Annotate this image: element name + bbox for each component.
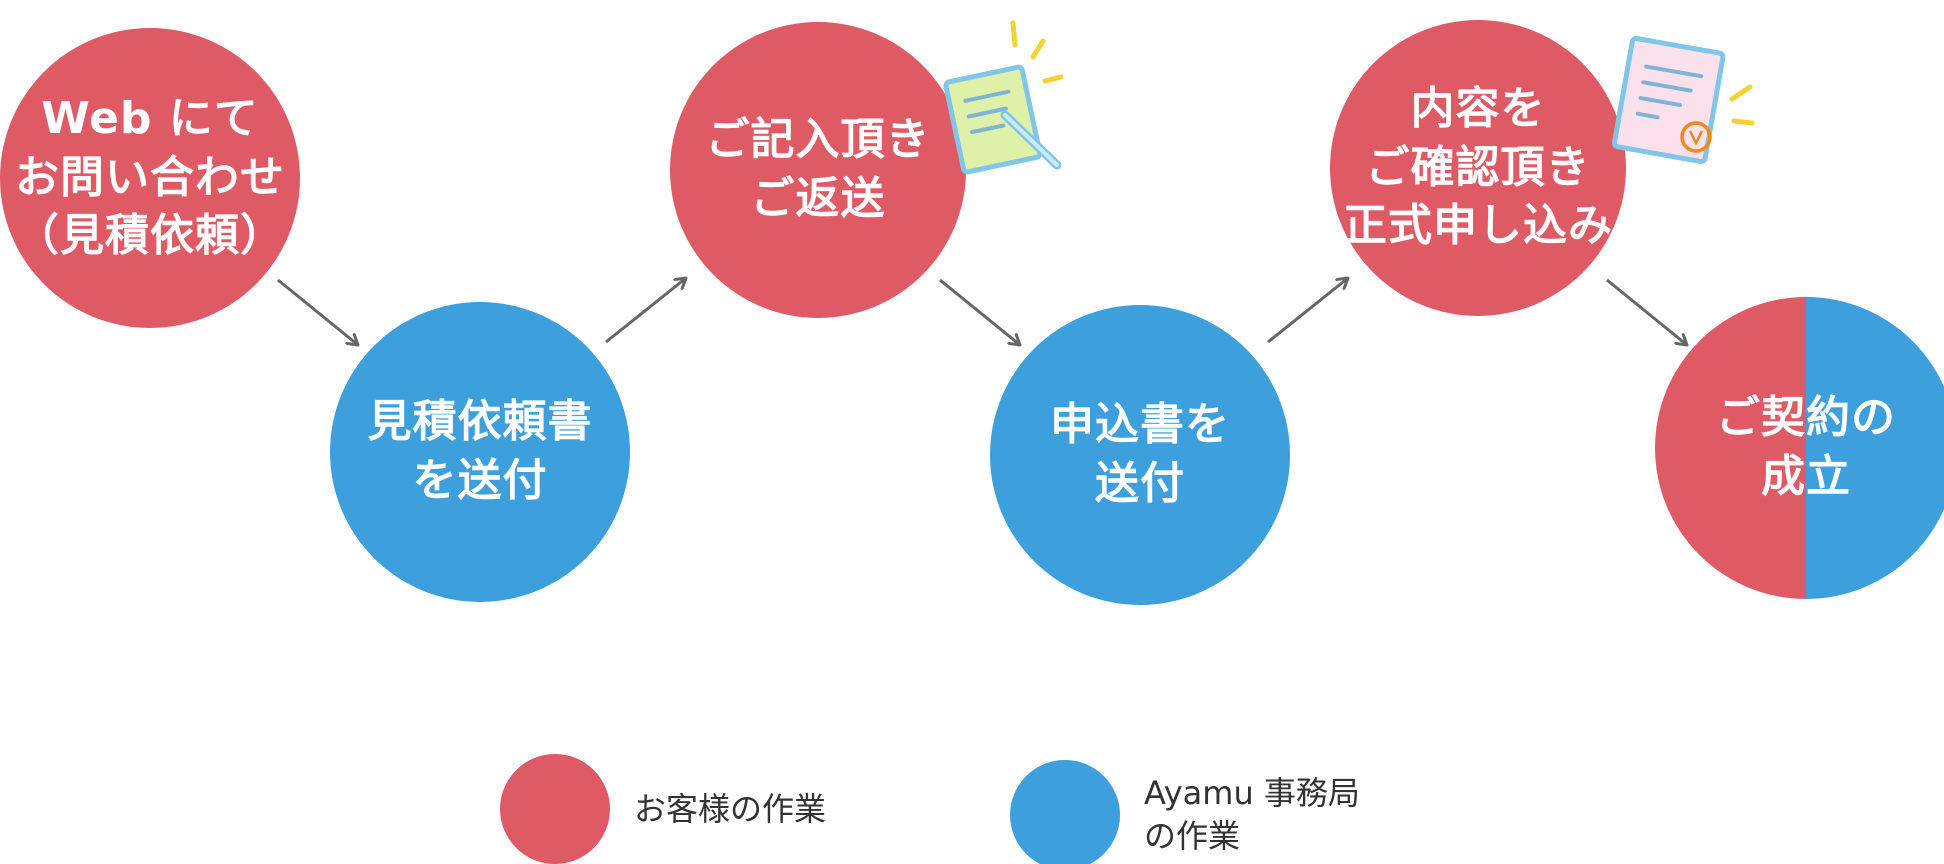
legend-swatch-customer [500,754,610,864]
pencil [1000,110,1062,170]
legend-office-work: Ayamu 事務局 の作業 [1010,760,1360,864]
arrow-2-to-3 [605,278,686,344]
step-send-application: 申込書を 送付 [990,305,1290,605]
step-send-estimate-form: 見積依頼書 を送付 [330,302,630,602]
legend-label-office: Ayamu 事務局 の作業 [1144,774,1360,855]
stamped-document-icon [1611,35,1755,164]
sparkle-marks [1729,84,1755,126]
legend-customer-work: お客様の作業 [500,754,826,864]
step-label: ご記入頂き ご返送 [705,114,931,224]
legend-label-customer: お客様の作業 [634,789,827,828]
step-confirm-and-apply: 内容を ご確認頂き 正式申し込み [1330,20,1626,316]
step-fill-and-return: ご記入頂き ご返送 [670,22,966,318]
legend-swatch-office [1010,760,1120,864]
step-label: Web にて お問い合わせ （見積依頼） [15,93,285,262]
pencil-document-icon [943,20,1064,175]
arrow-1-to-2 [277,278,358,345]
sparkle-marks [1010,20,1064,84]
step-label: 見積依頼書 を送付 [367,396,593,506]
step-label: 申込書を 送付 [1050,399,1230,509]
arrow-5-to-6 [1606,278,1687,345]
step-label: ご契約の 成立 [1716,392,1896,502]
arrow-4-to-5 [1267,278,1348,344]
step-web-inquiry: Web にて お問い合わせ （見積依頼） [0,28,300,328]
seal-stamp [1680,121,1712,153]
step-contract-concluded: ご契約の 成立 [1655,297,1944,599]
step-label: 内容を ご確認頂き 正式申し込み [1343,83,1613,252]
arrow-3-to-4 [939,278,1020,345]
